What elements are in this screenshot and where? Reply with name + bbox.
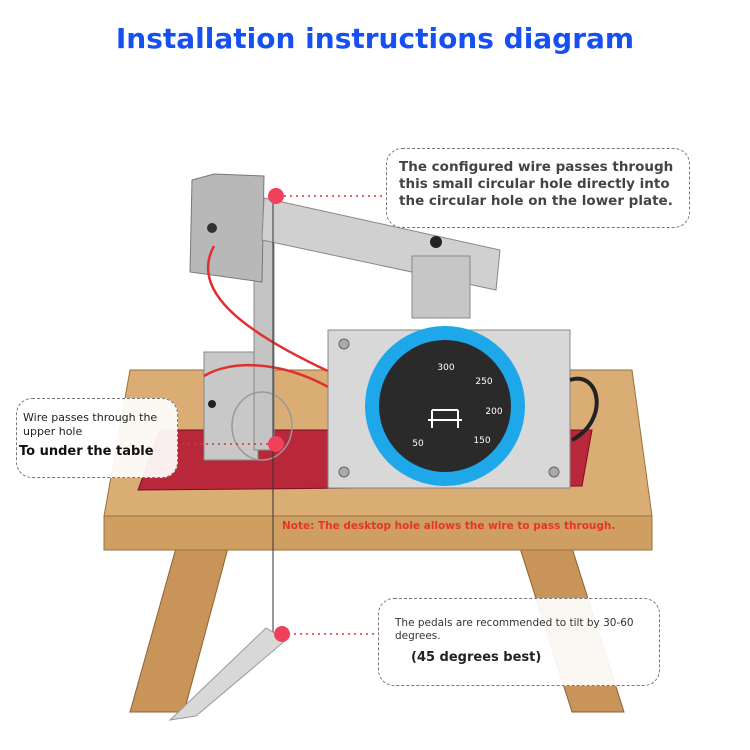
callout-wire-hole-text: The configured wire passes through this …	[399, 159, 674, 209]
callout-upper-hole-text: Wire passes through the upper hole	[23, 411, 158, 438]
upper-block	[189, 173, 265, 283]
dial-mark-150: 150	[473, 436, 490, 446]
dial-mark-250: 250	[475, 377, 492, 387]
red-wire-2	[203, 363, 331, 390]
red-wire	[206, 245, 331, 374]
table-front-edge	[103, 515, 653, 551]
marker-pedal	[274, 626, 290, 642]
dial-mark-200: 200	[485, 407, 502, 417]
callout-under-table-text: To under the table	[19, 444, 154, 459]
arm-end-block	[411, 255, 471, 319]
lower-block-hole	[208, 400, 216, 408]
dial-logo	[428, 409, 462, 428]
dial-face	[379, 340, 511, 472]
callout-upper-hole: Wire passes through the upper hole To un…	[16, 398, 178, 478]
desktop-hole-note: Note: The desktop hole allows the wire t…	[282, 520, 616, 532]
callout-pedals-best: (45 degrees best)	[411, 650, 542, 665]
dial-mark-300: 300	[437, 363, 454, 373]
arm-screw	[430, 236, 442, 248]
marker-wire-hole	[268, 188, 284, 204]
callout-pedals-text: The pedals are recommended to tilt by 30…	[395, 617, 634, 642]
marker-upper-hole	[268, 436, 284, 452]
power-cable	[569, 376, 599, 442]
callout-wire-hole: The configured wire passes through this …	[386, 148, 690, 228]
callout-pedals: The pedals are recommended to tilt by 30…	[378, 598, 660, 686]
dial-mark-50: 50	[412, 439, 424, 449]
upper-block-screw	[207, 223, 217, 233]
wire-coil	[231, 391, 293, 461]
diagram-title: Installation instructions diagram	[115, 22, 635, 55]
